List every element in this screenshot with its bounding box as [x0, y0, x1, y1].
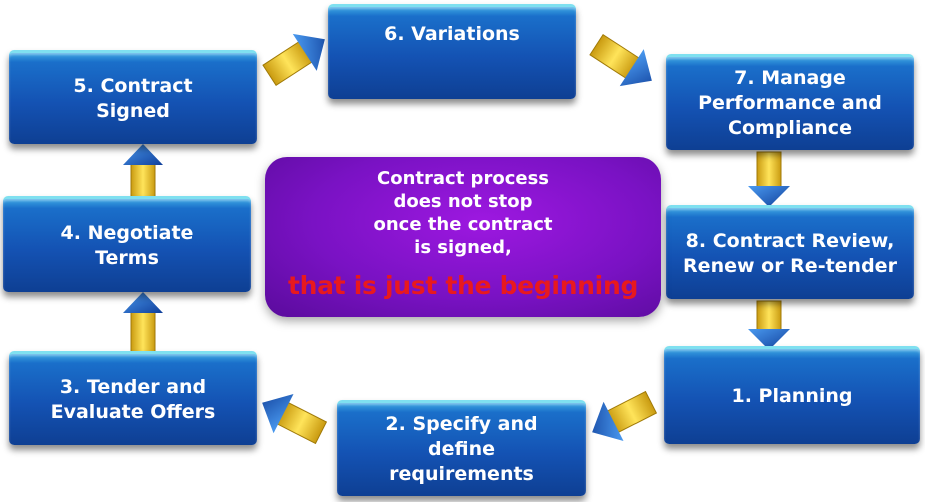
- arrow-2-to-3: [262, 394, 328, 445]
- step-3-label: 3. Tender and Evaluate Offers: [50, 375, 216, 423]
- step-5-label: 5. Contract Signed: [73, 74, 193, 122]
- step-8-label: 8. Contract Review, Renew or Re-tender: [683, 229, 897, 277]
- center-message: Contract process does not stop once the …: [265, 157, 661, 317]
- step-2-label: 2. Specify and define requirements: [385, 413, 538, 485]
- step-1-planning: 1. Planning: [664, 346, 920, 444]
- step-8-contract-review: 8. Contract Review, Renew or Re-tender: [666, 205, 914, 299]
- step-5-contract-signed: 5. Contract Signed: [9, 50, 257, 144]
- center-message-text: Contract process does not stop once the …: [373, 168, 553, 258]
- step-4-label: 4. Negotiate Terms: [60, 221, 194, 269]
- step-6-variations: 6. Variations: [328, 4, 576, 99]
- step-2-specify-requirements: 2. Specify and define requirements: [337, 400, 586, 496]
- arrow-3-to-4: [123, 292, 163, 355]
- step-1-label: 1. Planning: [731, 385, 853, 407]
- center-message-emphasis: that is just the beginning: [287, 271, 639, 300]
- step-6-label: 6. Variations: [384, 22, 520, 45]
- step-7-label: 7. Manage Performance and Compliance: [698, 67, 882, 139]
- arrow-4-to-5: [123, 144, 163, 201]
- arrow-6-to-7: [589, 33, 652, 87]
- arrow-5-to-6: [262, 33, 325, 87]
- step-7-manage-performance: 7. Manage Performance and Compliance: [666, 54, 914, 150]
- arrow-7-to-8: [748, 151, 790, 207]
- step-4-negotiate-terms: 4. Negotiate Terms: [3, 196, 251, 292]
- arrow-1-to-2: [592, 390, 658, 441]
- arrow-8-to-1: [748, 300, 790, 350]
- step-3-tender-evaluate: 3. Tender and Evaluate Offers: [9, 351, 257, 445]
